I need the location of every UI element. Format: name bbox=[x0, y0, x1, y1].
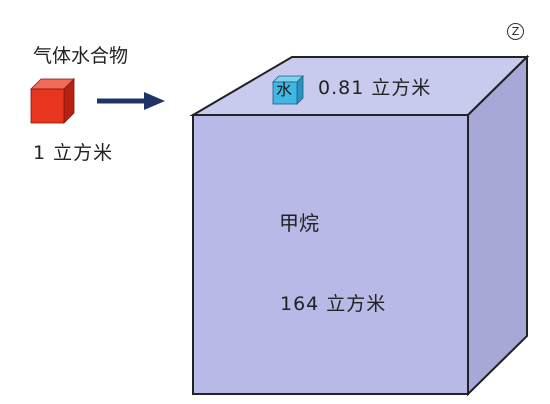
methane-volume-label: 164 立方米 bbox=[280, 293, 387, 315]
water-volume-label: 0.81 立方米 bbox=[318, 77, 432, 99]
arrow bbox=[97, 92, 165, 110]
methane-cube bbox=[189, 54, 530, 397]
water-cube-label: 水 bbox=[276, 80, 293, 99]
hydrate-label: 气体水合物 bbox=[33, 45, 129, 67]
water-cube bbox=[272, 75, 304, 105]
arrow-head bbox=[144, 92, 165, 110]
hydrate-cube bbox=[30, 78, 75, 124]
methane-cube-front bbox=[192, 114, 469, 395]
water-cube-front bbox=[272, 81, 298, 105]
methane-cube-side bbox=[467, 54, 528, 397]
methane-label: 甲烷 bbox=[279, 211, 319, 235]
zoom-badge-icon[interactable]: Z bbox=[507, 23, 524, 40]
hydrate-volume-label: 1 立方米 bbox=[33, 142, 114, 164]
hydrate-cube-front bbox=[30, 88, 65, 124]
